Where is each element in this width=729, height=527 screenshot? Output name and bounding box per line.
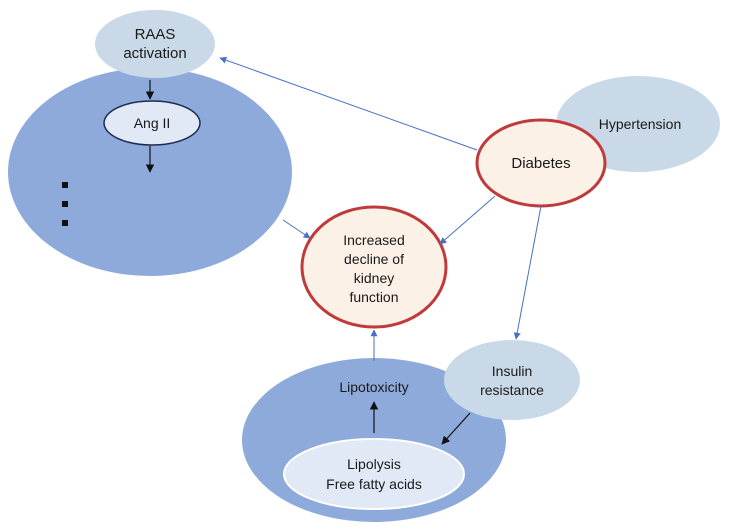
kidney-label-line3: kidney: [354, 270, 394, 286]
insulin-resistance-node: [444, 340, 580, 420]
bullet-icon: [62, 220, 68, 226]
arrow-diabetes-to-insulin: [513, 205, 542, 340]
lipotoxicity-label: Lipotoxicity: [339, 379, 408, 395]
diabetes-label: Diabetes: [511, 155, 570, 172]
arrow-insulin-to-lipolysis: [441, 412, 471, 445]
effects-list: [62, 182, 68, 226]
kidney-label-line4: function: [349, 289, 398, 305]
bullet-icon: [62, 201, 68, 207]
lipolysis-label-line1: Lipolysis: [347, 456, 401, 472]
ang-ii-label: Ang II: [134, 115, 171, 131]
raas-label-line1: RAAS: [135, 26, 176, 43]
bullet-icon: [62, 182, 68, 188]
raas-node: [95, 10, 215, 78]
arrow-diabetes-to-kidney: [439, 195, 496, 245]
insulin-label-line2: resistance: [480, 382, 544, 398]
kidney-label-line2: decline of: [344, 251, 404, 267]
arrow-raas-region-to-kidney: [282, 219, 311, 239]
lipolysis-label-line2: Free fatty acids: [326, 476, 422, 492]
lipolysis-node: [283, 438, 465, 510]
arrow-diabetes-to-raas: [219, 56, 478, 151]
insulin-label-line1: Insulin: [492, 363, 532, 379]
hypertension-label: Hypertension: [599, 116, 682, 132]
kidney-decline-node: [300, 205, 448, 329]
raas-label-line2: activation: [123, 45, 186, 62]
kidney-label-line1: Increased: [343, 232, 404, 248]
ang-ii-node: [103, 100, 201, 146]
